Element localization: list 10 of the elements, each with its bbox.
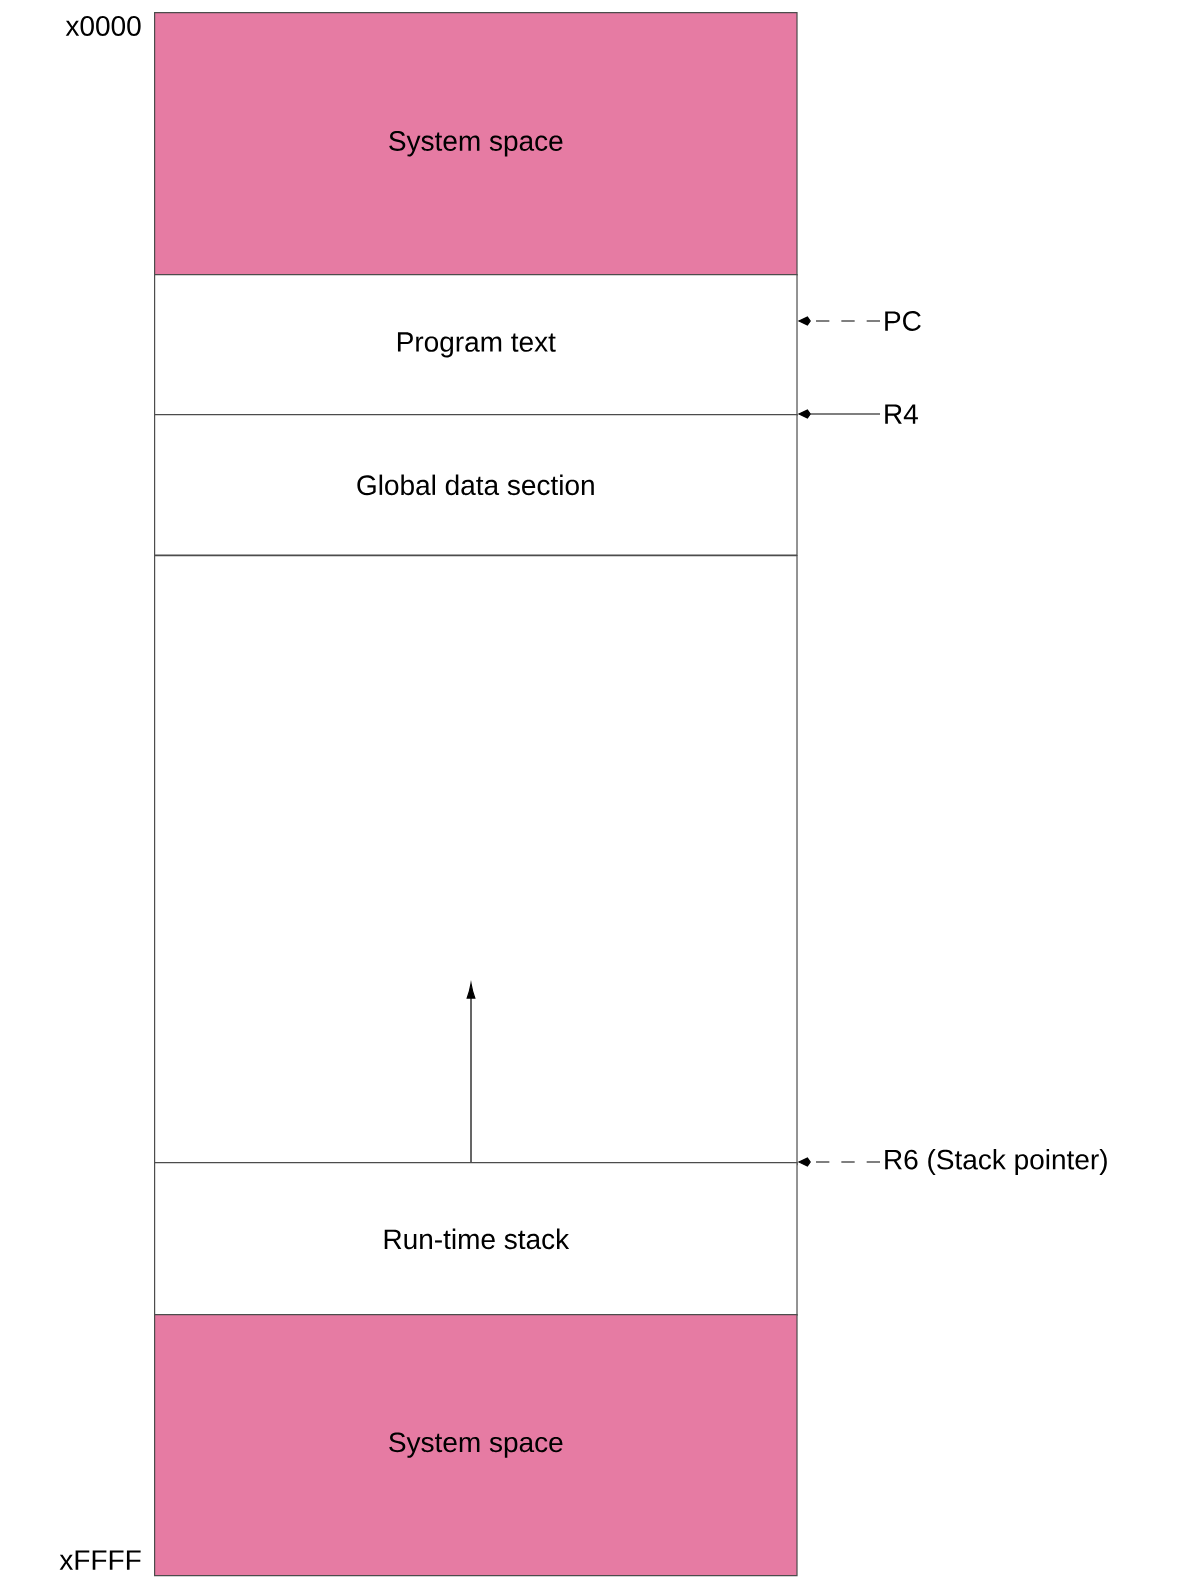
register-label: PC: [885, 311, 921, 331]
memory-region: Global data section: [154, 414, 798, 556]
register-label: R6 (Stack pointer): [885, 1148, 1107, 1176]
memory-region: System space: [154, 12, 798, 276]
address-label: x0000: [65, 16, 141, 36]
memory-region: Program text: [154, 274, 798, 416]
memory-region: Run-time stack: [154, 1162, 798, 1316]
register-label: R4: [885, 404, 918, 424]
memory-region: System space: [154, 1314, 798, 1577]
address-label: xFFFF: [59, 1550, 141, 1570]
